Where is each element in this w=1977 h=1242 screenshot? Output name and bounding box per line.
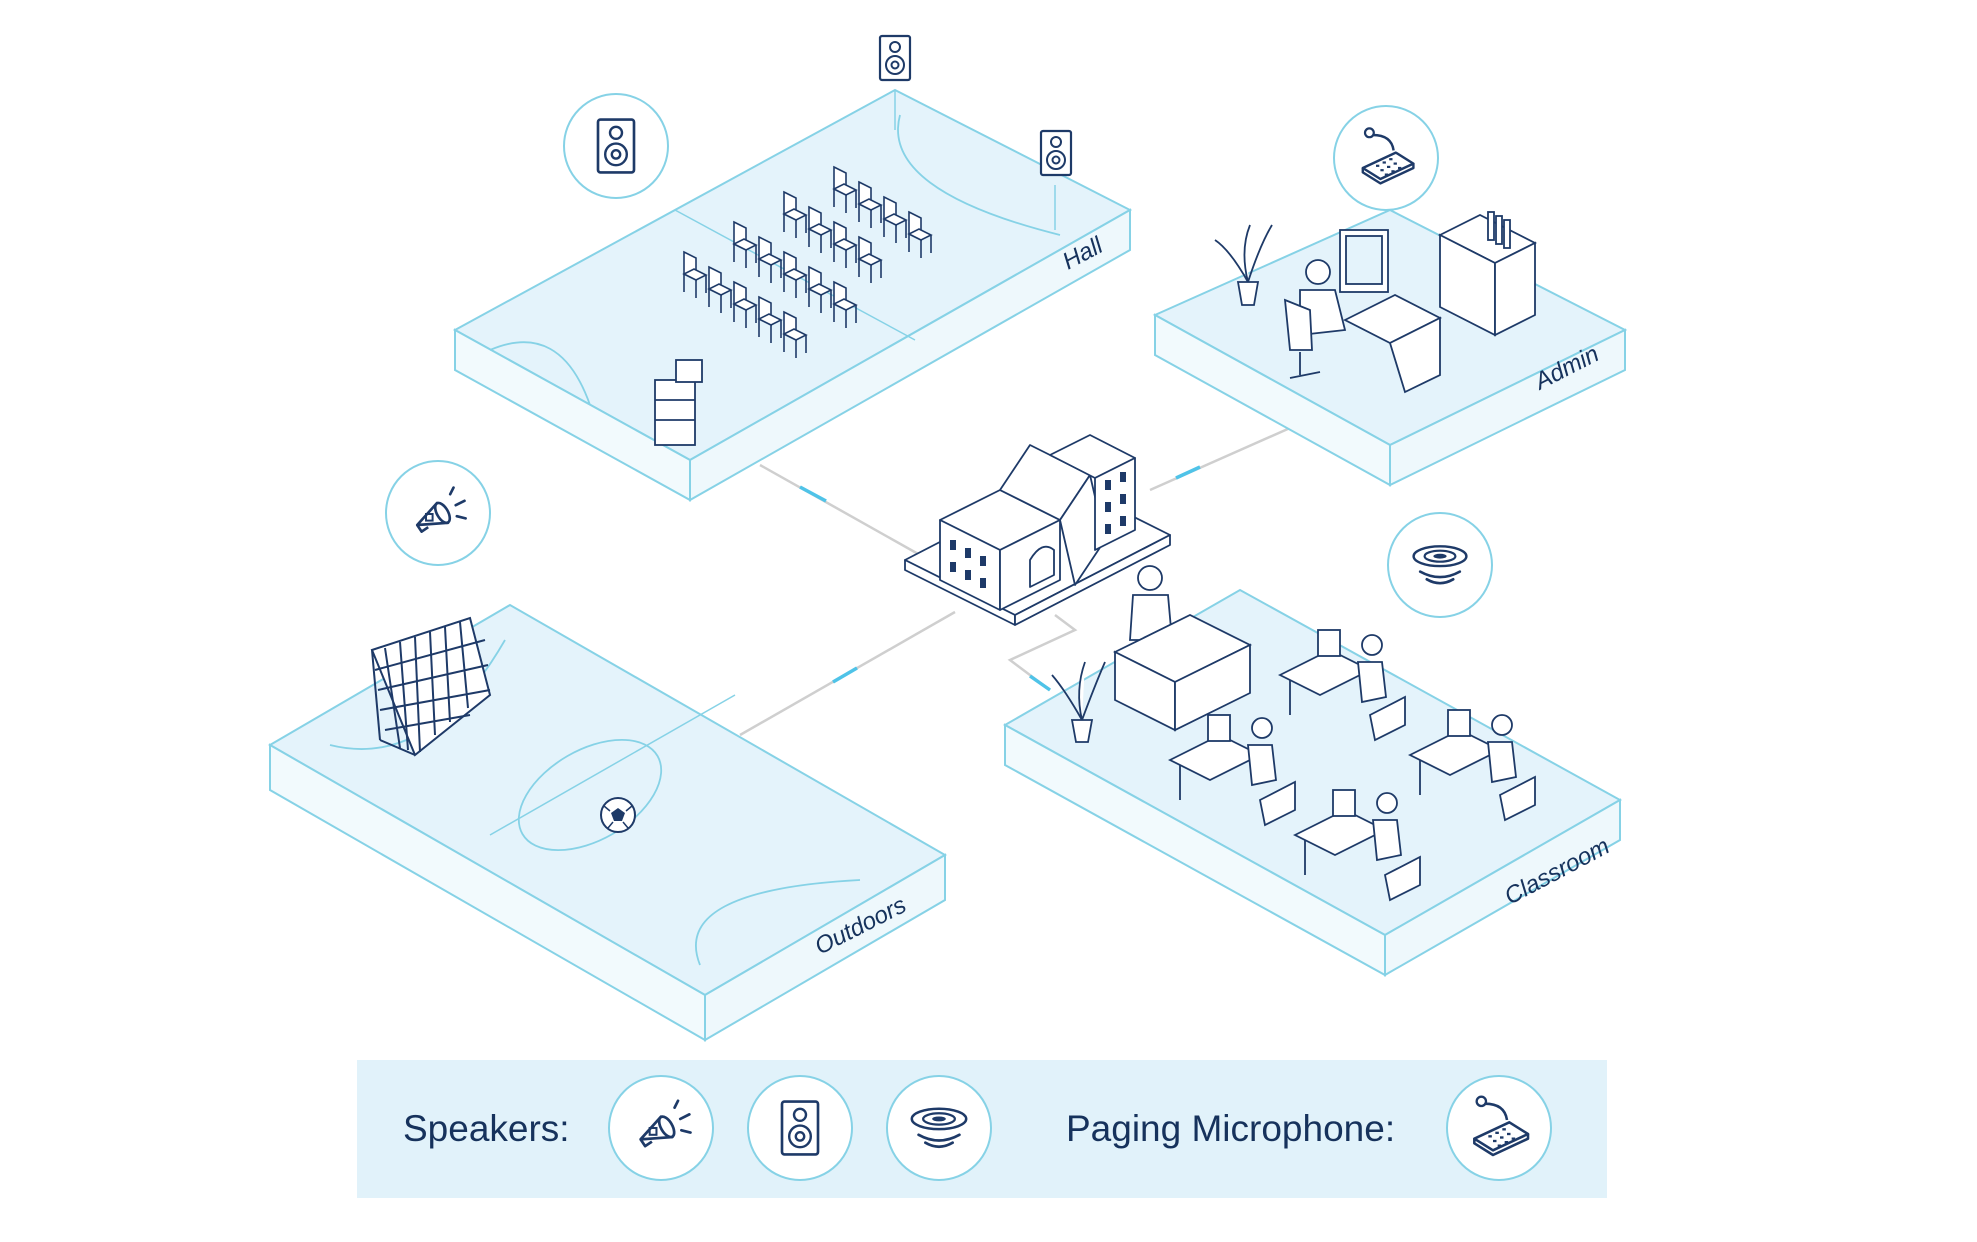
admin-paging-callout [1334, 106, 1438, 210]
legend-bar: Speakers: Paging Microphone: [357, 1060, 1607, 1198]
ceiling-speaker-icon [885, 1074, 993, 1182]
outdoors-platform: Outdoors [270, 605, 945, 1040]
hall-speaker-callout [564, 94, 668, 198]
megaphone-icon [607, 1074, 715, 1182]
paging-microphone-icon [1445, 1074, 1553, 1182]
hall-platform: Hall [455, 36, 1130, 500]
paging-legend-label: Paging Microphone: [1066, 1060, 1395, 1198]
classroom-speaker-callout [1388, 513, 1492, 617]
outdoors-megaphone-callout [386, 461, 490, 565]
school-building-icon [905, 435, 1170, 625]
admin-platform: Admin [1155, 210, 1625, 485]
soccer-ball-icon [601, 798, 635, 832]
speakers-legend-label: Speakers: [403, 1060, 570, 1198]
classroom-platform: Classroom [1005, 566, 1620, 975]
box-speaker-icon [746, 1074, 854, 1182]
